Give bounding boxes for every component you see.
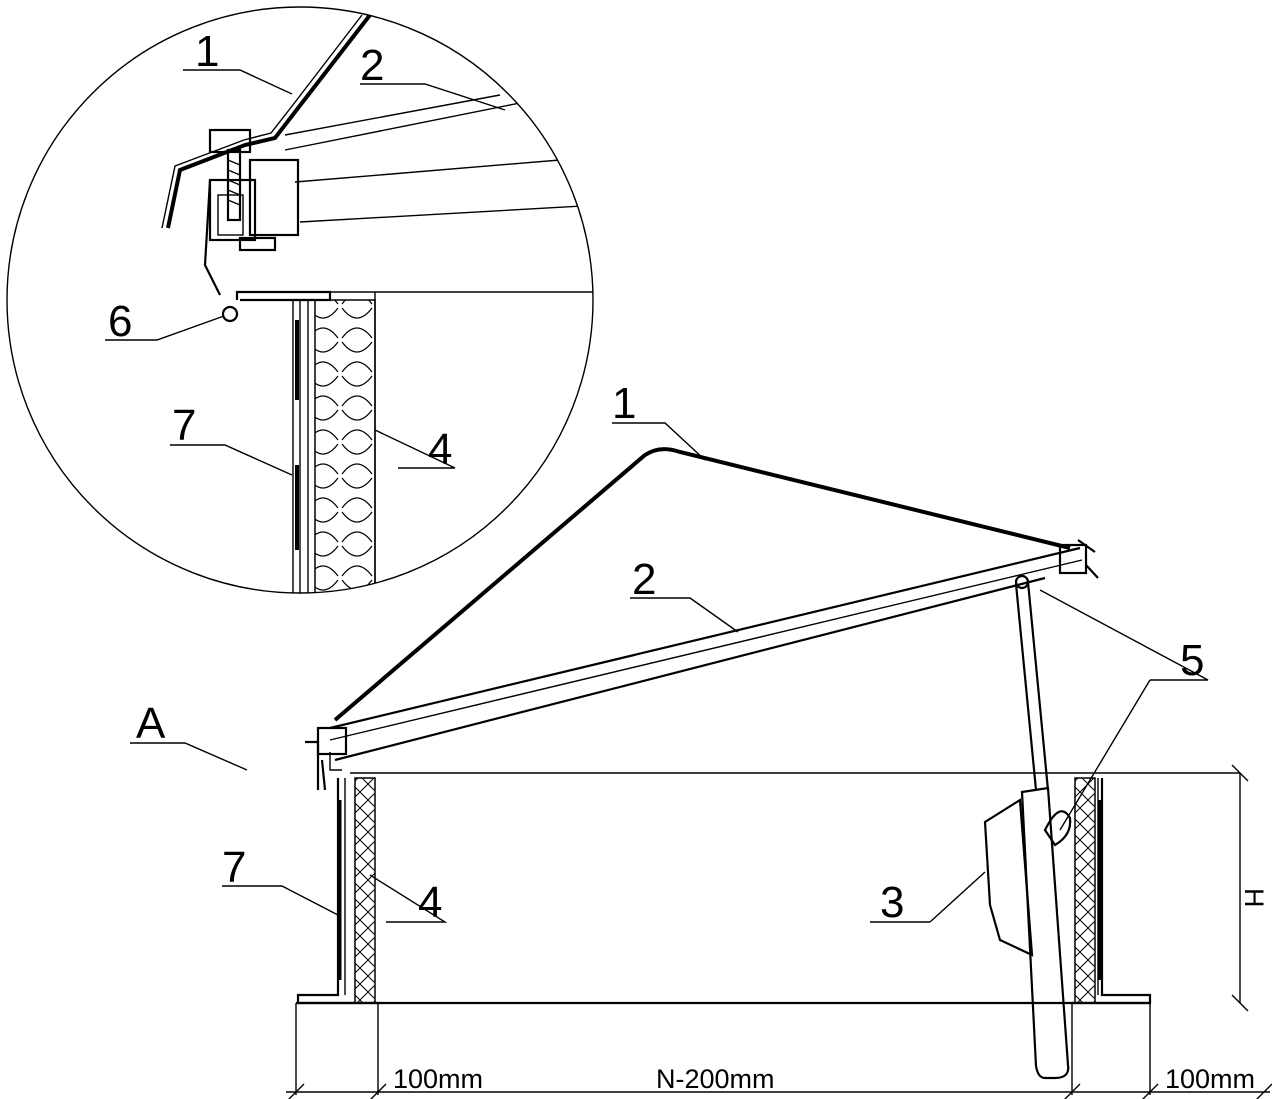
main-label-1: 1 [612,379,636,428]
callout-labels: 1 2 6 7 4 1 2 5 A 7 4 3 [108,27,1204,927]
main-label-5: 5 [1180,636,1204,685]
main-label-4: 4 [418,878,442,927]
lid-profile [166,13,372,229]
right-clamp [1058,539,1099,579]
detail-label-7: 7 [172,401,196,450]
left-clamp [305,726,348,791]
glazing-bottom [334,576,1046,762]
left-curb-wall [296,777,378,1005]
height-dimension [1231,764,1249,1012]
frame-profile [208,178,257,242]
main-label-7: 7 [222,843,246,892]
main-label-2: 2 [632,555,656,604]
gas-strut [1014,574,1072,1080]
right-insulation [1074,777,1096,1004]
dim-center-span: N-200mm [656,1064,775,1094]
clamp-cap [208,128,252,154]
width-dimension [286,1003,1272,1099]
insulation-detail [314,299,376,593]
hinge [221,305,239,323]
dim-height: H [1239,888,1269,908]
right-curb-wall [1072,777,1152,1005]
detail-label-1: 1 [195,27,219,76]
detail-label-2: 2 [360,41,384,90]
dimension-labels: 100mm N-200mm 100mm H [393,888,1269,1094]
main-label-a: A [136,699,166,748]
dim-left-wall: 100mm [393,1064,483,1094]
main-label-3: 3 [880,878,904,927]
left-insulation [354,777,376,1004]
detail-label-4: 4 [428,425,452,474]
dim-right-wall: 100mm [1165,1064,1255,1094]
leader-lines [105,69,1209,923]
detail-label-6: 6 [108,297,132,346]
detail-view-a [6,6,594,594]
handle [983,798,1034,957]
lid-curve [333,447,1071,722]
glazing-top [329,546,1081,730]
main-section [286,447,1272,1099]
